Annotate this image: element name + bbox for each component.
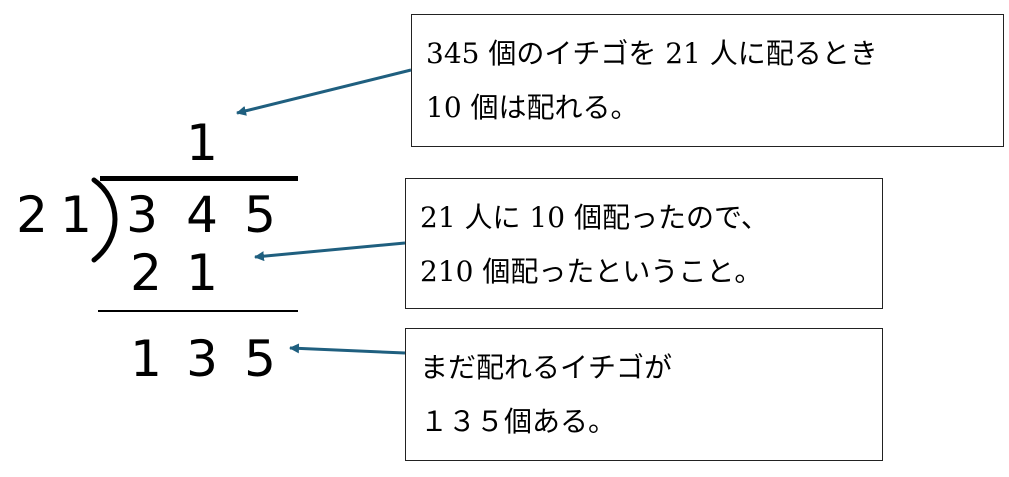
- dividend-digit: 3: [126, 186, 158, 244]
- vinculum-line: [100, 176, 298, 181]
- subtraction-line: [98, 310, 298, 312]
- explanation-box-remainder: まだ配れるイチゴが １３５個ある。: [405, 328, 883, 461]
- dividend-digit: 4: [186, 186, 218, 244]
- explanation-line: 21 人に 10 個配ったので、: [420, 201, 769, 234]
- product-digit: 1: [186, 244, 218, 302]
- arrow-to-product: [254, 241, 406, 262]
- quotient-digit: 1: [186, 114, 218, 172]
- remainder-digit: 3: [186, 330, 218, 388]
- explanation-line: 10 個は配れる。: [426, 91, 639, 124]
- arrow-to-remainder: [289, 343, 406, 355]
- division-bracket: [91, 177, 118, 263]
- explanation-line: 210 個配ったということ。: [420, 255, 763, 288]
- divisor-digit: 2: [16, 186, 48, 244]
- product-digit: 2: [130, 244, 162, 302]
- arrow-to-quotient: [236, 68, 412, 116]
- remainder-digit: 1: [130, 330, 162, 388]
- divisor-digit: 1: [60, 186, 92, 244]
- explanation-box-product: 21 人に 10 個配ったので、 210 個配ったということ。: [405, 178, 883, 309]
- explanation-line: １３５個ある。: [420, 405, 617, 438]
- explanation-line: まだ配れるイチゴが: [420, 351, 673, 384]
- dividend-digit: 5: [244, 186, 276, 244]
- explanation-line: 345 個のイチゴを 21 人に配るとき: [426, 37, 878, 70]
- explanation-box-quotient: 345 個のイチゴを 21 人に配るとき 10 個は配れる。: [411, 14, 1004, 147]
- remainder-digit: 5: [244, 330, 276, 388]
